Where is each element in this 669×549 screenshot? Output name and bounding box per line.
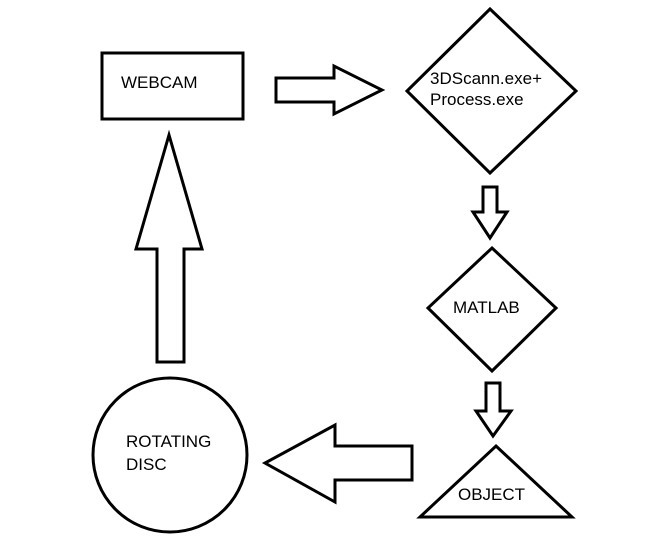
disc-label-line2: DISC [126,455,167,474]
webcam-node: WEBCAM [100,51,245,121]
disc-node: ROTATING DISC [91,376,249,534]
matlab-label: MATLAB [453,298,520,317]
matlab-diamond [425,245,559,374]
arrow-scanner-to-matlab [470,185,510,241]
arrow-disc-to-webcam [134,129,204,364]
webcam-label: WEBCAM [121,73,198,92]
object-node: OBJECT [416,443,576,519]
object-triangle [416,443,576,519]
scanner-node: 3DScann.exe+ Process.exe [404,6,579,176]
arrow-object-to-disc [261,422,414,505]
disc-circle [91,376,249,534]
disc-label-line1: ROTATING [126,432,211,451]
scanner-label-line1: 3DScann.exe+ [430,69,542,88]
scanner-label-line2: Process.exe [430,90,524,109]
matlab-node: MATLAB [425,245,559,374]
webcam-box [100,51,245,121]
arrow-webcam-to-scanner [274,63,386,117]
scanner-diamond [404,6,579,176]
object-label: OBJECT [458,485,525,504]
arrow-matlab-to-object [473,381,514,439]
